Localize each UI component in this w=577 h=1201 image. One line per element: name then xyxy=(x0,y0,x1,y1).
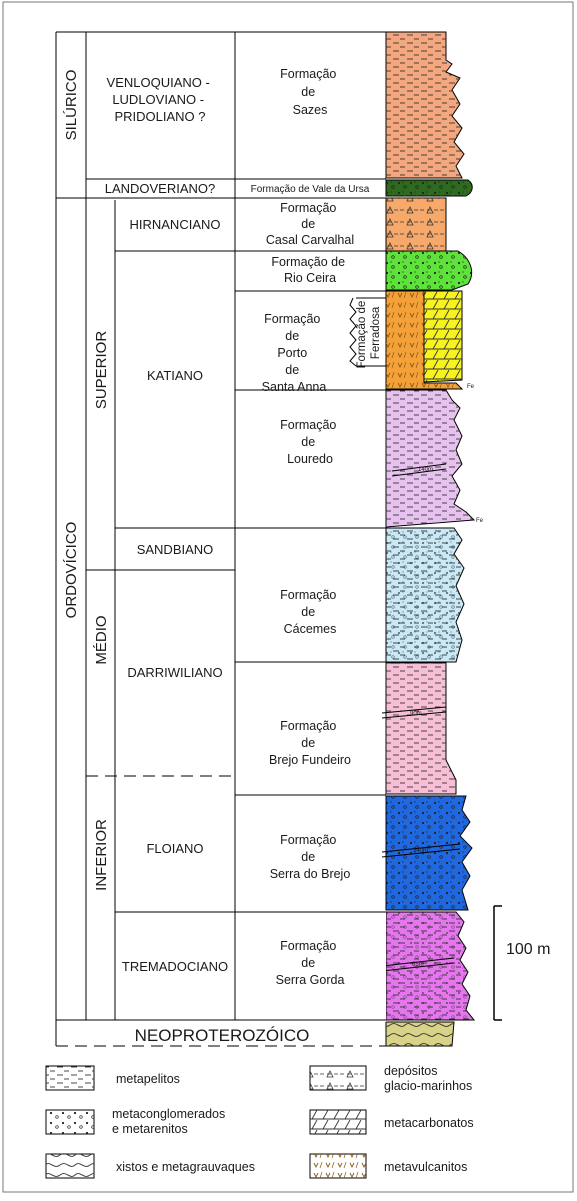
formation-casal-carvalhal-label: Formação de Casal Carvalhal xyxy=(266,201,354,247)
formation-rio-ceira-label: Formação de Rio Ceira xyxy=(271,255,348,285)
scale-bar xyxy=(494,906,502,1020)
layer-louredo xyxy=(386,390,474,527)
period-silurico-label: SILÚRICO xyxy=(63,70,80,141)
layer-ferradosa xyxy=(424,291,462,382)
layer-vale-da-ursa xyxy=(386,180,472,196)
epoch-superior-label: SUPERIOR xyxy=(93,331,110,410)
scale-bar-label: 100 m xyxy=(506,941,550,958)
stage-katiano-label: KATIANO xyxy=(147,368,203,383)
formation-brejo-fundeiro-label: Formação de Brejo Fundeiro xyxy=(269,719,351,767)
thickness-140m: 140m xyxy=(418,467,433,473)
stage-darriwiliano-label: DARRIWILIANO xyxy=(127,665,222,680)
stage-floiano-label: FLOIANO xyxy=(146,841,203,856)
epoch-inferior-label: INFERIOR xyxy=(93,819,110,891)
formation-sazes-label: Formação de Sazes xyxy=(280,67,340,117)
formation-cacemes-label: Formação de Cácemes xyxy=(280,588,340,636)
stage-hirnanciano-label: HIRNANCIANO xyxy=(129,217,220,232)
lithological-column: Fe 140m Fe 90m 340m xyxy=(382,32,484,910)
stage-landoveriano-label: LANDOVERIANO? xyxy=(105,181,216,196)
iron-mark-lower: Fe xyxy=(476,518,484,524)
layer-rio-ceira xyxy=(386,251,472,290)
thickness-340m: 340m xyxy=(413,848,428,854)
formation-louredo-label: Formação de Louredo xyxy=(280,418,340,466)
formation-vale-da-ursa-label: Formação de Vale da Ursa xyxy=(251,184,370,195)
formation-serra-do-brejo-label: Formação de Serra do Brejo xyxy=(270,833,351,881)
stage-venloquiano-label: VENLOQUIANO - LUDLOVIANO - PRIDOLIANO ? xyxy=(107,75,214,124)
period-ordovicico-label: ORDOVÍCICO xyxy=(63,522,80,619)
layer-cacemes xyxy=(386,528,464,662)
formation-ferradosa-label: Formação de Ferradosa xyxy=(356,298,382,369)
stage-sandbiano-label: SANDBIANO xyxy=(137,542,214,557)
layer-sazes xyxy=(386,32,464,178)
iron-mark-upper: Fe xyxy=(467,384,475,390)
formation-porto-santa-anna-label: Formação de Porto de Santa Anna xyxy=(262,312,327,394)
epoch-medio-label: MÉDIO xyxy=(93,615,110,664)
layer-brejo-fundeiro xyxy=(382,663,456,794)
thickness-90m: 90m xyxy=(410,711,422,717)
layer-casal-carvalhal xyxy=(386,198,446,251)
